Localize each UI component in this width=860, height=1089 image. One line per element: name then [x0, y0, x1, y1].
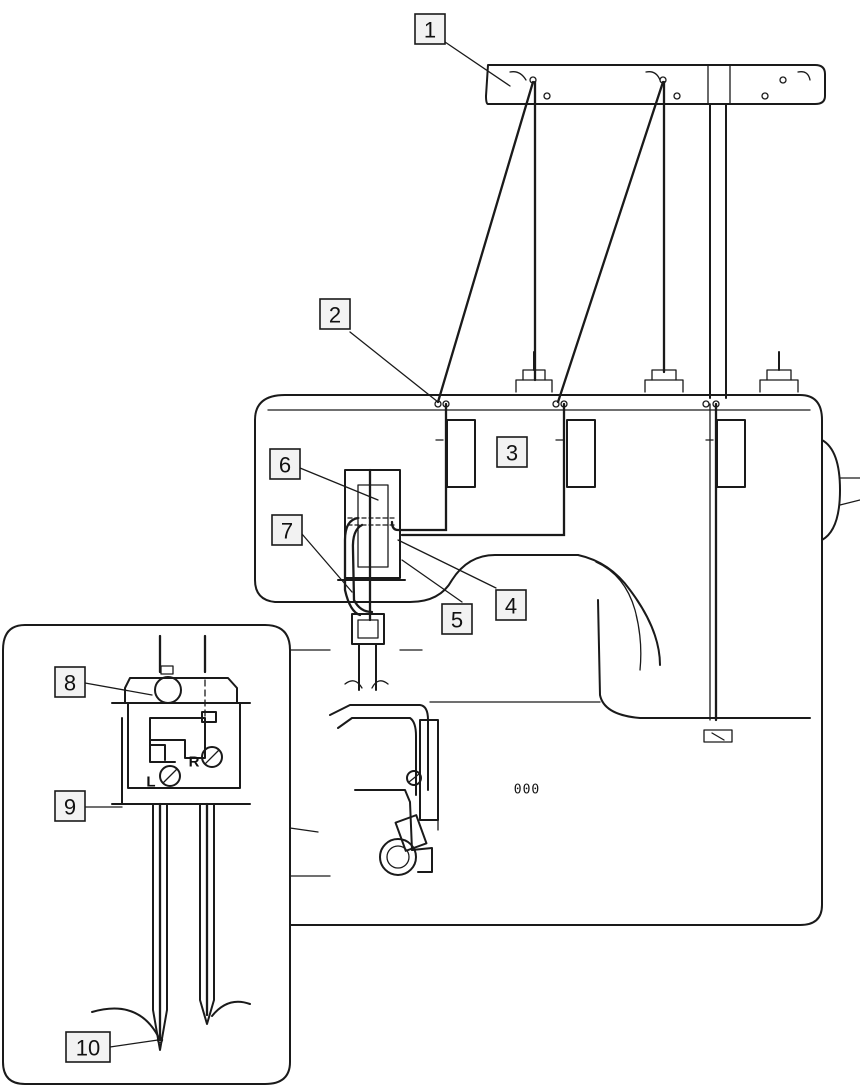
- svg-text:2: 2: [329, 303, 341, 328]
- svg-text:4: 4: [505, 594, 517, 619]
- screw-right-label: R: [189, 754, 200, 771]
- svg-text:8: 8: [64, 671, 76, 696]
- svg-text:1: 1: [424, 18, 436, 43]
- svg-text:7: 7: [281, 519, 293, 544]
- thread-paths-upper: [436, 80, 666, 404]
- spool-pins: [515, 351, 799, 393]
- label-9: 9: [54, 790, 86, 822]
- tension-units: [435, 419, 746, 488]
- svg-text:9: 9: [64, 795, 76, 820]
- spool-pin-3: [759, 351, 799, 393]
- label-5: 5: [441, 603, 473, 635]
- label-1: 1: [414, 13, 446, 45]
- thread-paths-machine: [390, 400, 720, 722]
- presser-foot: [329, 704, 439, 876]
- machine-body: [254, 394, 860, 926]
- label-6: 6: [269, 448, 301, 480]
- spool-pin-2: [644, 351, 684, 393]
- label-7: 7: [271, 514, 303, 546]
- label-3: 3: [496, 436, 528, 468]
- svg-text:5: 5: [451, 608, 463, 633]
- inset-panel: R L: [2, 624, 291, 1085]
- spool-pin-1: [515, 351, 553, 393]
- svg-text:6: 6: [279, 453, 291, 478]
- svg-text:10: 10: [76, 1036, 100, 1061]
- screw-left-label: L: [146, 774, 155, 791]
- label-8: 8: [54, 666, 86, 698]
- svg-text:3: 3: [506, 441, 518, 466]
- thread-stand-poles: [709, 103, 727, 399]
- thread-guide-bar: [485, 64, 826, 105]
- label-4: 4: [495, 589, 527, 621]
- label-2: 2: [319, 298, 351, 330]
- bed-marking-text: 000: [514, 783, 540, 798]
- label-10: 10: [65, 1031, 111, 1063]
- leader-lines: [84, 41, 511, 1048]
- needle-bar-area: [337, 468, 406, 691]
